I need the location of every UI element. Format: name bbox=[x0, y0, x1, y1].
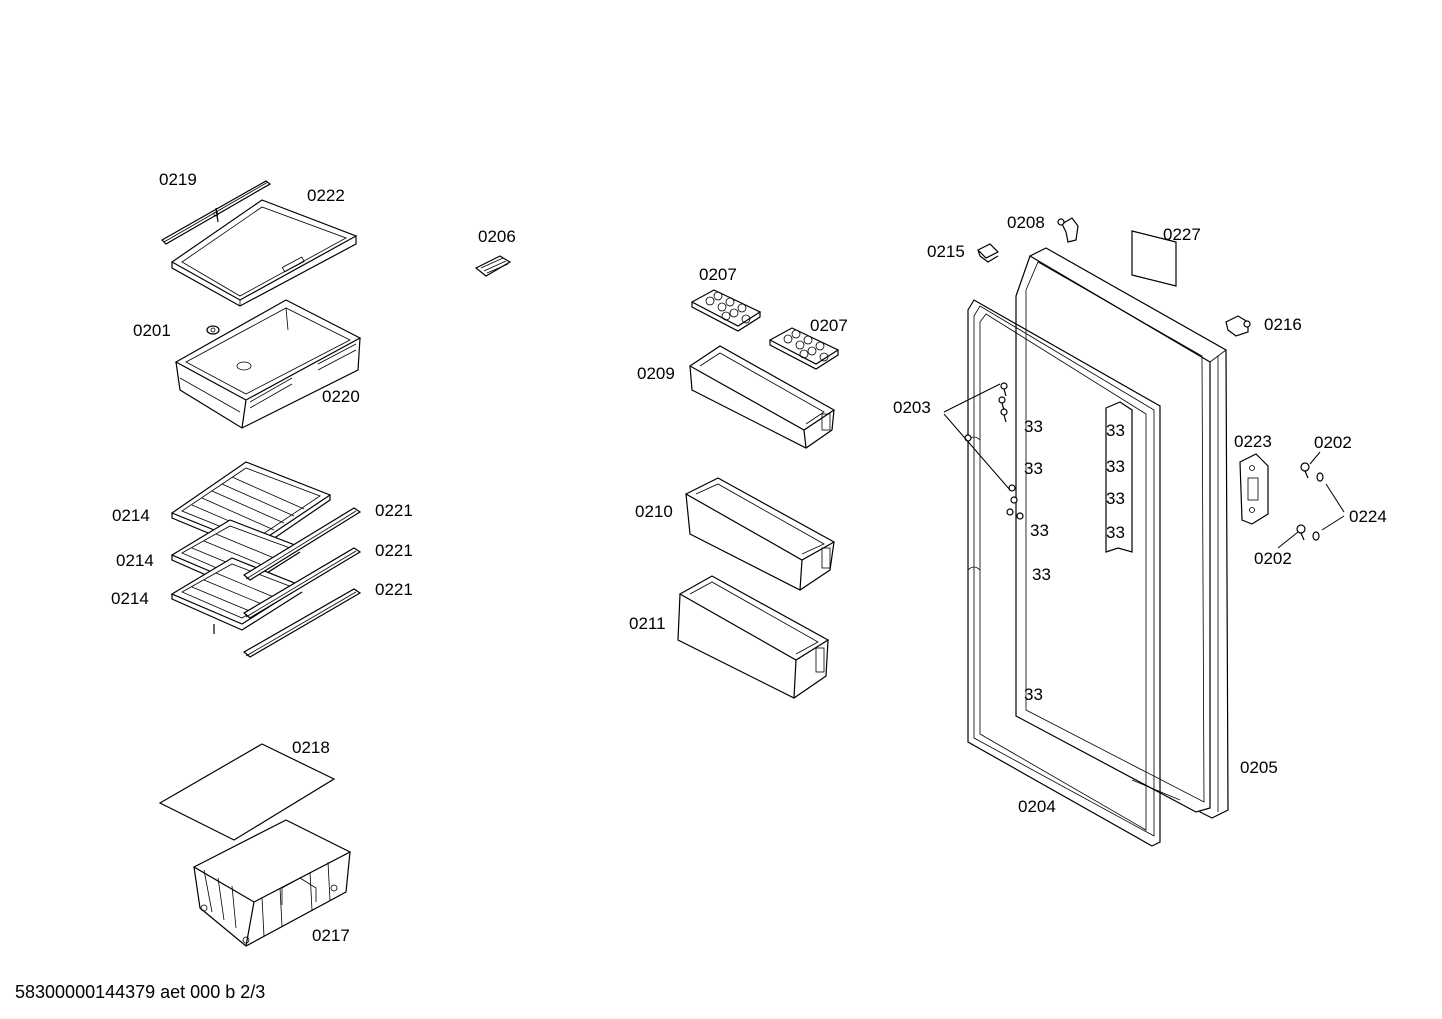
part-0221-shelf-strip-2 bbox=[242, 547, 362, 619]
label-0220: 0220 bbox=[322, 387, 360, 406]
part-0224-washers bbox=[1312, 472, 1324, 541]
label-0201: 0201 bbox=[133, 321, 171, 340]
label-0208: 0208 bbox=[1007, 213, 1045, 232]
part-0204-door-gasket bbox=[967, 299, 1161, 847]
svg-text:33: 33 bbox=[1106, 489, 1125, 508]
label-0215: 0215 bbox=[927, 242, 965, 261]
label-0223: 0223 bbox=[1234, 432, 1272, 451]
part-0221-shelf-strip-1 bbox=[242, 507, 362, 581]
label-0214-bottom: 0214 bbox=[111, 589, 149, 608]
label-0221-bottom: 0221 bbox=[375, 580, 413, 599]
svg-text:33: 33 bbox=[1106, 421, 1125, 440]
label-0203: 0203 bbox=[893, 398, 931, 417]
svg-text:33: 33 bbox=[1024, 685, 1043, 704]
part-0205-door-panel bbox=[1015, 247, 1229, 819]
label-0211: 0211 bbox=[629, 614, 666, 633]
part-0223-handle-bracket bbox=[1239, 453, 1269, 525]
part-labels: 0219 0222 0206 0201 0220 0207 0207 0209 … bbox=[111, 170, 1387, 945]
label-0214-top: 0214 bbox=[112, 506, 150, 525]
label-0224: 0224 bbox=[1349, 507, 1387, 526]
label-0214-middle: 0214 bbox=[116, 551, 154, 570]
document-code: 58300000144379 aet 000 b 2/3 bbox=[15, 982, 265, 1002]
part-0217-crisper-bin bbox=[192, 819, 352, 947]
door-mounting-marks: 33 33 33 33 33 33 33 33 33 bbox=[1024, 417, 1125, 704]
label-0205: 0205 bbox=[1240, 758, 1278, 777]
part-0201-clip bbox=[206, 325, 220, 335]
label-0204: 0204 bbox=[1018, 797, 1056, 816]
part-0202-screw-bottom bbox=[1296, 524, 1306, 541]
label-0218: 0218 bbox=[292, 738, 330, 757]
svg-text:33: 33 bbox=[1024, 417, 1043, 436]
part-0206-vent-grille bbox=[474, 255, 512, 277]
svg-text:33: 33 bbox=[1032, 565, 1051, 584]
label-0210: 0210 bbox=[635, 502, 673, 521]
label-0202-bottom: 0202 bbox=[1254, 549, 1292, 568]
part-0207-egg-tray-2 bbox=[768, 327, 840, 370]
svg-text:33: 33 bbox=[1030, 521, 1049, 540]
label-0222: 0222 bbox=[307, 186, 345, 205]
part-0227-label-sticker bbox=[1131, 230, 1177, 287]
part-0220-crisper-drawer bbox=[174, 299, 362, 429]
part-0215-cap bbox=[976, 243, 1000, 263]
label-0206: 0206 bbox=[478, 227, 516, 246]
label-0216: 0216 bbox=[1264, 315, 1302, 334]
svg-text:33: 33 bbox=[1024, 459, 1043, 478]
part-0218-glass-plate bbox=[158, 743, 336, 841]
label-0217: 0217 bbox=[312, 926, 350, 945]
label-0202-top: 0202 bbox=[1314, 433, 1352, 452]
label-0219: 0219 bbox=[159, 170, 197, 189]
label-0207-first: 0207 bbox=[699, 265, 737, 284]
label-0227: 0227 bbox=[1163, 225, 1201, 244]
svg-text:33: 33 bbox=[1106, 457, 1125, 476]
leader-lines bbox=[943, 383, 1345, 549]
part-0208-hinge bbox=[1057, 217, 1079, 243]
part-0202-screw-top bbox=[1300, 462, 1310, 479]
part-0219-trim-strip bbox=[161, 180, 272, 245]
svg-text:33: 33 bbox=[1106, 523, 1125, 542]
label-0209: 0209 bbox=[637, 364, 675, 383]
part-0222-crisper-cover bbox=[170, 199, 358, 307]
part-0221-shelf-strip-3 bbox=[242, 588, 362, 658]
label-0221-top: 0221 bbox=[375, 501, 413, 520]
label-0221-middle: 0221 bbox=[375, 541, 413, 560]
part-0211-door-bin bbox=[677, 575, 830, 699]
part-0207-egg-tray-1 bbox=[690, 289, 762, 332]
label-0207-second: 0207 bbox=[810, 316, 848, 335]
part-0210-door-shelf bbox=[684, 477, 836, 591]
part-0216-hinge bbox=[1225, 315, 1251, 337]
part-0214-shelf-bottom bbox=[170, 557, 304, 634]
part-0209-door-shelf bbox=[688, 345, 836, 449]
